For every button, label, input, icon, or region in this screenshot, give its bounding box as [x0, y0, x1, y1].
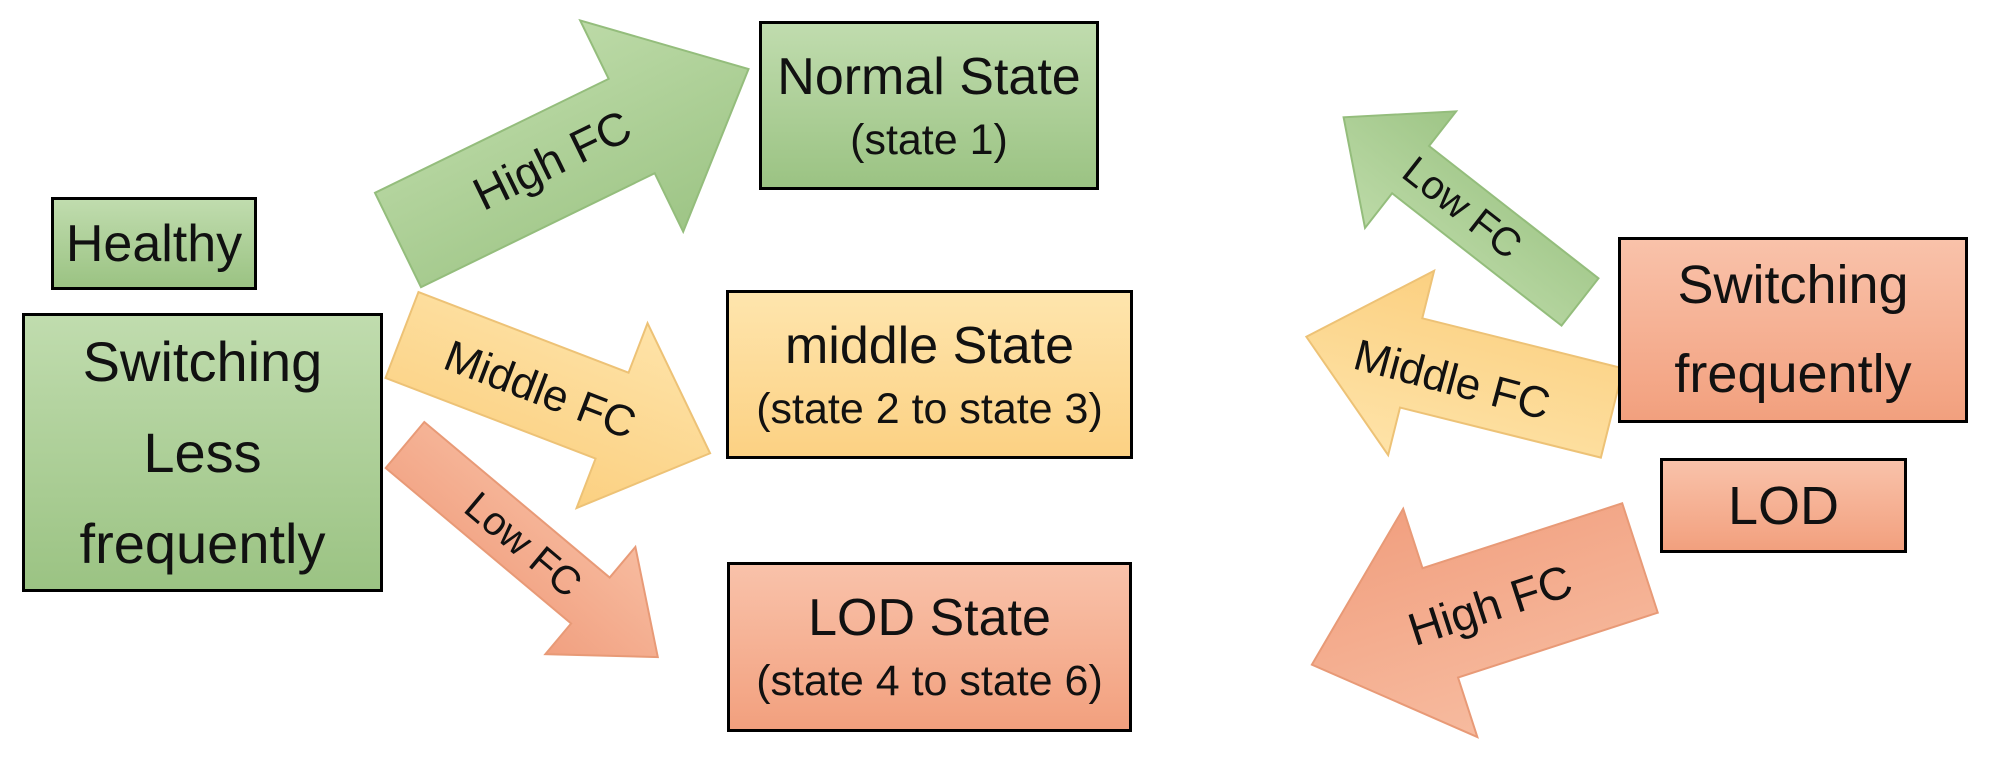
lod-state-title: LOD State	[808, 589, 1051, 647]
middle-fc-arrow-left	[384, 290, 712, 510]
switching-less-frequently-box: Switching Less frequently	[22, 313, 383, 592]
switching-freq-line-1: Switching	[1677, 255, 1909, 315]
high-fc-arrow-right	[1310, 502, 1660, 739]
normal-state-box: Normal State (state 1)	[759, 21, 1099, 190]
lod-state-box: LOD State (state 4 to state 6)	[727, 562, 1132, 732]
normal-state-subtitle: (state 1)	[850, 115, 1008, 164]
switching-less-line-3: frequently	[79, 512, 326, 575]
low-fc-arrow-left	[384, 420, 660, 659]
middle-state-title: middle State	[784, 316, 1075, 375]
normal-state-title: Normal State	[777, 47, 1081, 106]
middle-state-subtitle: (state 2 to state 3)	[756, 384, 1103, 433]
switching-frequently-box: Switching frequently	[1618, 237, 1968, 423]
lod-state-subtitle: (state 4 to state 6)	[756, 657, 1103, 705]
middle-fc-arrow-right	[1304, 268, 1625, 459]
healthy-label: Healthy	[65, 214, 243, 273]
healthy-box: Healthy	[51, 197, 257, 290]
switching-freq-line-2: frequently	[1674, 344, 1912, 404]
switching-less-line-2: Less	[143, 421, 262, 484]
lod-label: LOD	[1727, 475, 1840, 536]
low-fc-arrow-right	[1342, 110, 1600, 328]
switching-less-line-1: Switching	[82, 330, 323, 393]
middle-state-box: middle State (state 2 to state 3)	[726, 290, 1133, 459]
high-fc-arrow-left	[373, 18, 750, 289]
lod-box: LOD	[1660, 458, 1907, 553]
